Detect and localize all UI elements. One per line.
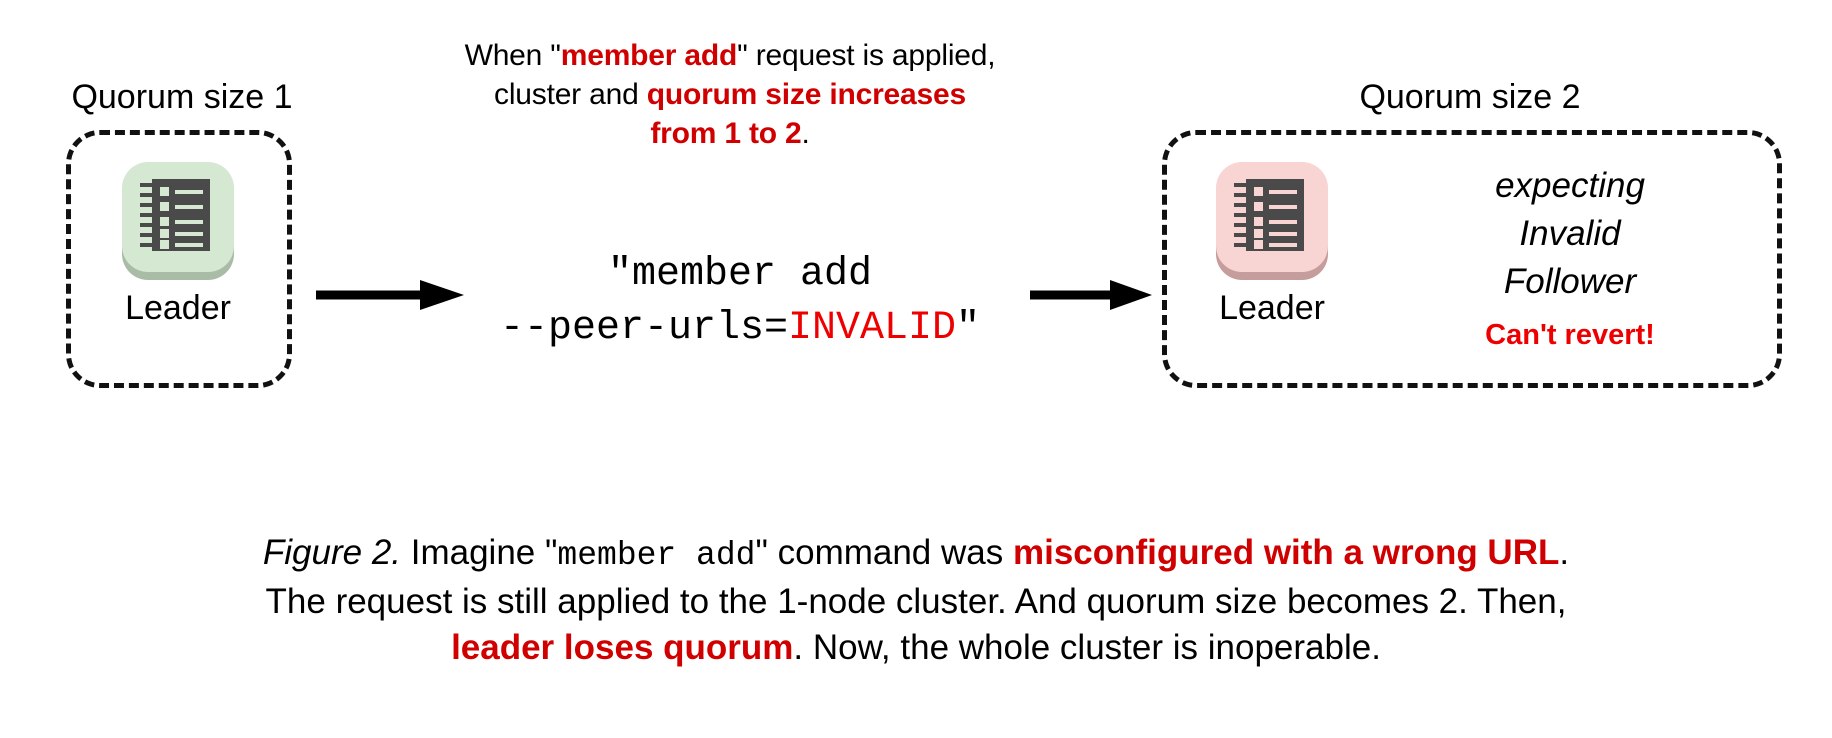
- checkbox-mark: [160, 187, 169, 196]
- caption-line-1: Figure 2. Imagine "member add" command w…: [46, 530, 1786, 579]
- caption-quorum-loss-emphasis: leader loses quorum: [451, 628, 794, 667]
- top-note-line-3: from 1 to 2.: [372, 114, 1088, 153]
- notebook-icon: [1214, 158, 1330, 280]
- text-rule: [1269, 243, 1297, 247]
- top-note-line-2: cluster and quorum size increases: [372, 75, 1088, 114]
- caption-command-mono: member add: [557, 537, 756, 574]
- spiral-ring-icon: [140, 213, 154, 217]
- caption-line3-tail: . Now, the whole cluster is inoperable.: [793, 628, 1381, 667]
- checkbox-mark: [1254, 187, 1263, 196]
- caption-line1-period: .: [1559, 533, 1570, 572]
- right-cluster-title: Quorum size 2: [1359, 78, 1581, 116]
- spiral-ring-icon: [1234, 183, 1248, 187]
- text-rule: [1269, 220, 1297, 224]
- top-note-line-1: When "member add" request is applied,: [372, 36, 1088, 75]
- command-invalid-value: INVALID: [788, 306, 957, 351]
- expected-follower-status: expecting Invalid Follower Can't revert!: [1400, 162, 1740, 352]
- command-flag: --peer-urls=: [499, 306, 788, 351]
- status-line-follower: Follower: [1503, 262, 1637, 301]
- spiral-ring-icon: [1234, 223, 1248, 227]
- text-rule: [175, 205, 203, 209]
- spiral-ring-icon: [1234, 213, 1248, 217]
- checkbox-mark: [160, 240, 169, 249]
- figure-caption: Figure 2. Imagine "member add" command w…: [46, 530, 1786, 671]
- spiral-ring-icon: [1234, 243, 1248, 247]
- arrow-right-icon: [1030, 278, 1152, 312]
- text-rule: [1269, 232, 1297, 236]
- caption-line-3: leader loses quorum. Now, the whole clus…: [46, 625, 1786, 671]
- spiral-ring-icon: [140, 183, 154, 187]
- command-line-1: "member add: [607, 252, 873, 297]
- notebook-icon: [120, 158, 236, 280]
- checkbox-mark: [1254, 240, 1263, 249]
- text-rule: [175, 232, 203, 236]
- top-note-line2-prefix: cluster and: [494, 78, 647, 111]
- caption-line1-a: Imagine ": [401, 533, 558, 572]
- spiral-ring-icon: [140, 243, 154, 247]
- top-explanation-note: When "member add" request is applied, cl…: [372, 36, 1088, 153]
- checkbox-mark: [160, 217, 169, 226]
- figure-number-label: Figure 2.: [262, 533, 402, 572]
- top-note-line1-suffix: " request is applied,: [737, 39, 996, 72]
- top-note-command-emphasis: member add: [560, 39, 738, 72]
- left-cluster-boundary: [66, 130, 292, 388]
- status-line-invalid: Invalid: [1519, 214, 1621, 253]
- command-closing-quote: ": [956, 306, 981, 351]
- left-leader-label: Leader: [125, 289, 231, 327]
- command-line-2: --peer-urls=INVALID": [460, 302, 1020, 356]
- text-rule: [175, 243, 203, 247]
- spiral-ring-icon: [1234, 203, 1248, 207]
- checkbox-mark: [160, 229, 169, 238]
- spiral-ring-icon: [140, 233, 154, 237]
- left-cluster-title: Quorum size 1: [71, 78, 293, 116]
- spiral-ring-icon: [1234, 233, 1248, 237]
- status-line-expecting: expecting: [1495, 166, 1645, 205]
- top-note-line1-prefix: When ": [464, 39, 561, 72]
- spiral-ring-icon: [140, 223, 154, 227]
- spiral-ring-icon: [140, 193, 154, 197]
- right-cluster-boundary: [1162, 130, 1782, 388]
- spiral-ring-icon: [1234, 193, 1248, 197]
- checkbox-mark: [160, 202, 169, 211]
- text-rule: [175, 190, 203, 194]
- spiral-ring-icon: [140, 203, 154, 207]
- caption-misconfigured-emphasis: misconfigured with a wrong URL: [1012, 533, 1560, 572]
- caption-line-2: The request is still applied to the 1-no…: [265, 582, 1567, 621]
- right-leader-label: Leader: [1219, 289, 1325, 327]
- top-note-line3-period: .: [801, 117, 810, 150]
- right-leader-node: Leader: [1192, 158, 1352, 328]
- left-leader-node: Leader: [98, 158, 258, 328]
- text-rule: [1269, 190, 1297, 194]
- checkbox-mark: [1254, 202, 1263, 211]
- text-rule: [1269, 205, 1297, 209]
- member-add-command: "member add --peer-urls=INVALID": [460, 248, 1020, 356]
- icon-notebook-body: [1234, 179, 1304, 251]
- cant-revert-warning: Can't revert!: [1485, 319, 1655, 351]
- arrow-right-icon: [316, 278, 464, 312]
- text-rule: [175, 220, 203, 224]
- icon-notebook-body: [140, 179, 210, 251]
- caption-line1-b: " command was: [755, 533, 1013, 572]
- checkbox-mark: [1254, 217, 1263, 226]
- top-note-range-emphasis: from 1 to 2: [650, 117, 802, 150]
- checkbox-mark: [1254, 229, 1263, 238]
- top-note-quorum-emphasis: quorum size increases: [646, 78, 966, 111]
